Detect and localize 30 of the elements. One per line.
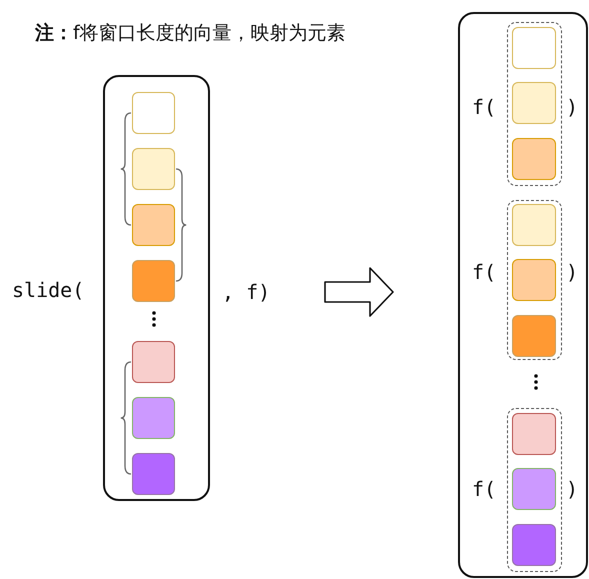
code-text: , f) (222, 280, 270, 304)
element-square (512, 314, 556, 356)
element-square (132, 341, 175, 383)
code-text: f( (472, 260, 496, 284)
element-square (132, 453, 175, 495)
dashed-group-box (507, 200, 562, 360)
element-square (512, 82, 556, 124)
dashed-group-box (507, 408, 562, 572)
element-square (132, 204, 175, 246)
code-text: slide( (12, 278, 84, 302)
element-square (512, 412, 556, 454)
element-square (132, 260, 175, 302)
element-square (132, 397, 175, 439)
code-text: ) (566, 260, 578, 284)
element-square (512, 138, 556, 180)
container-box (103, 75, 210, 501)
code-text: ) (566, 477, 578, 501)
element-square (512, 524, 556, 566)
element-square (132, 92, 175, 134)
code-text: ) (566, 95, 578, 119)
element-square (512, 468, 556, 510)
element-square (512, 258, 556, 300)
dashed-group-box (507, 22, 562, 186)
code-text: f( (472, 477, 496, 501)
element-square (132, 148, 175, 190)
container-box (458, 12, 588, 578)
element-square (512, 26, 556, 68)
code-text: f( (472, 95, 496, 119)
title: 注：f将窗口长度的向量，映射为元素 (35, 21, 346, 46)
element-square (512, 204, 556, 246)
